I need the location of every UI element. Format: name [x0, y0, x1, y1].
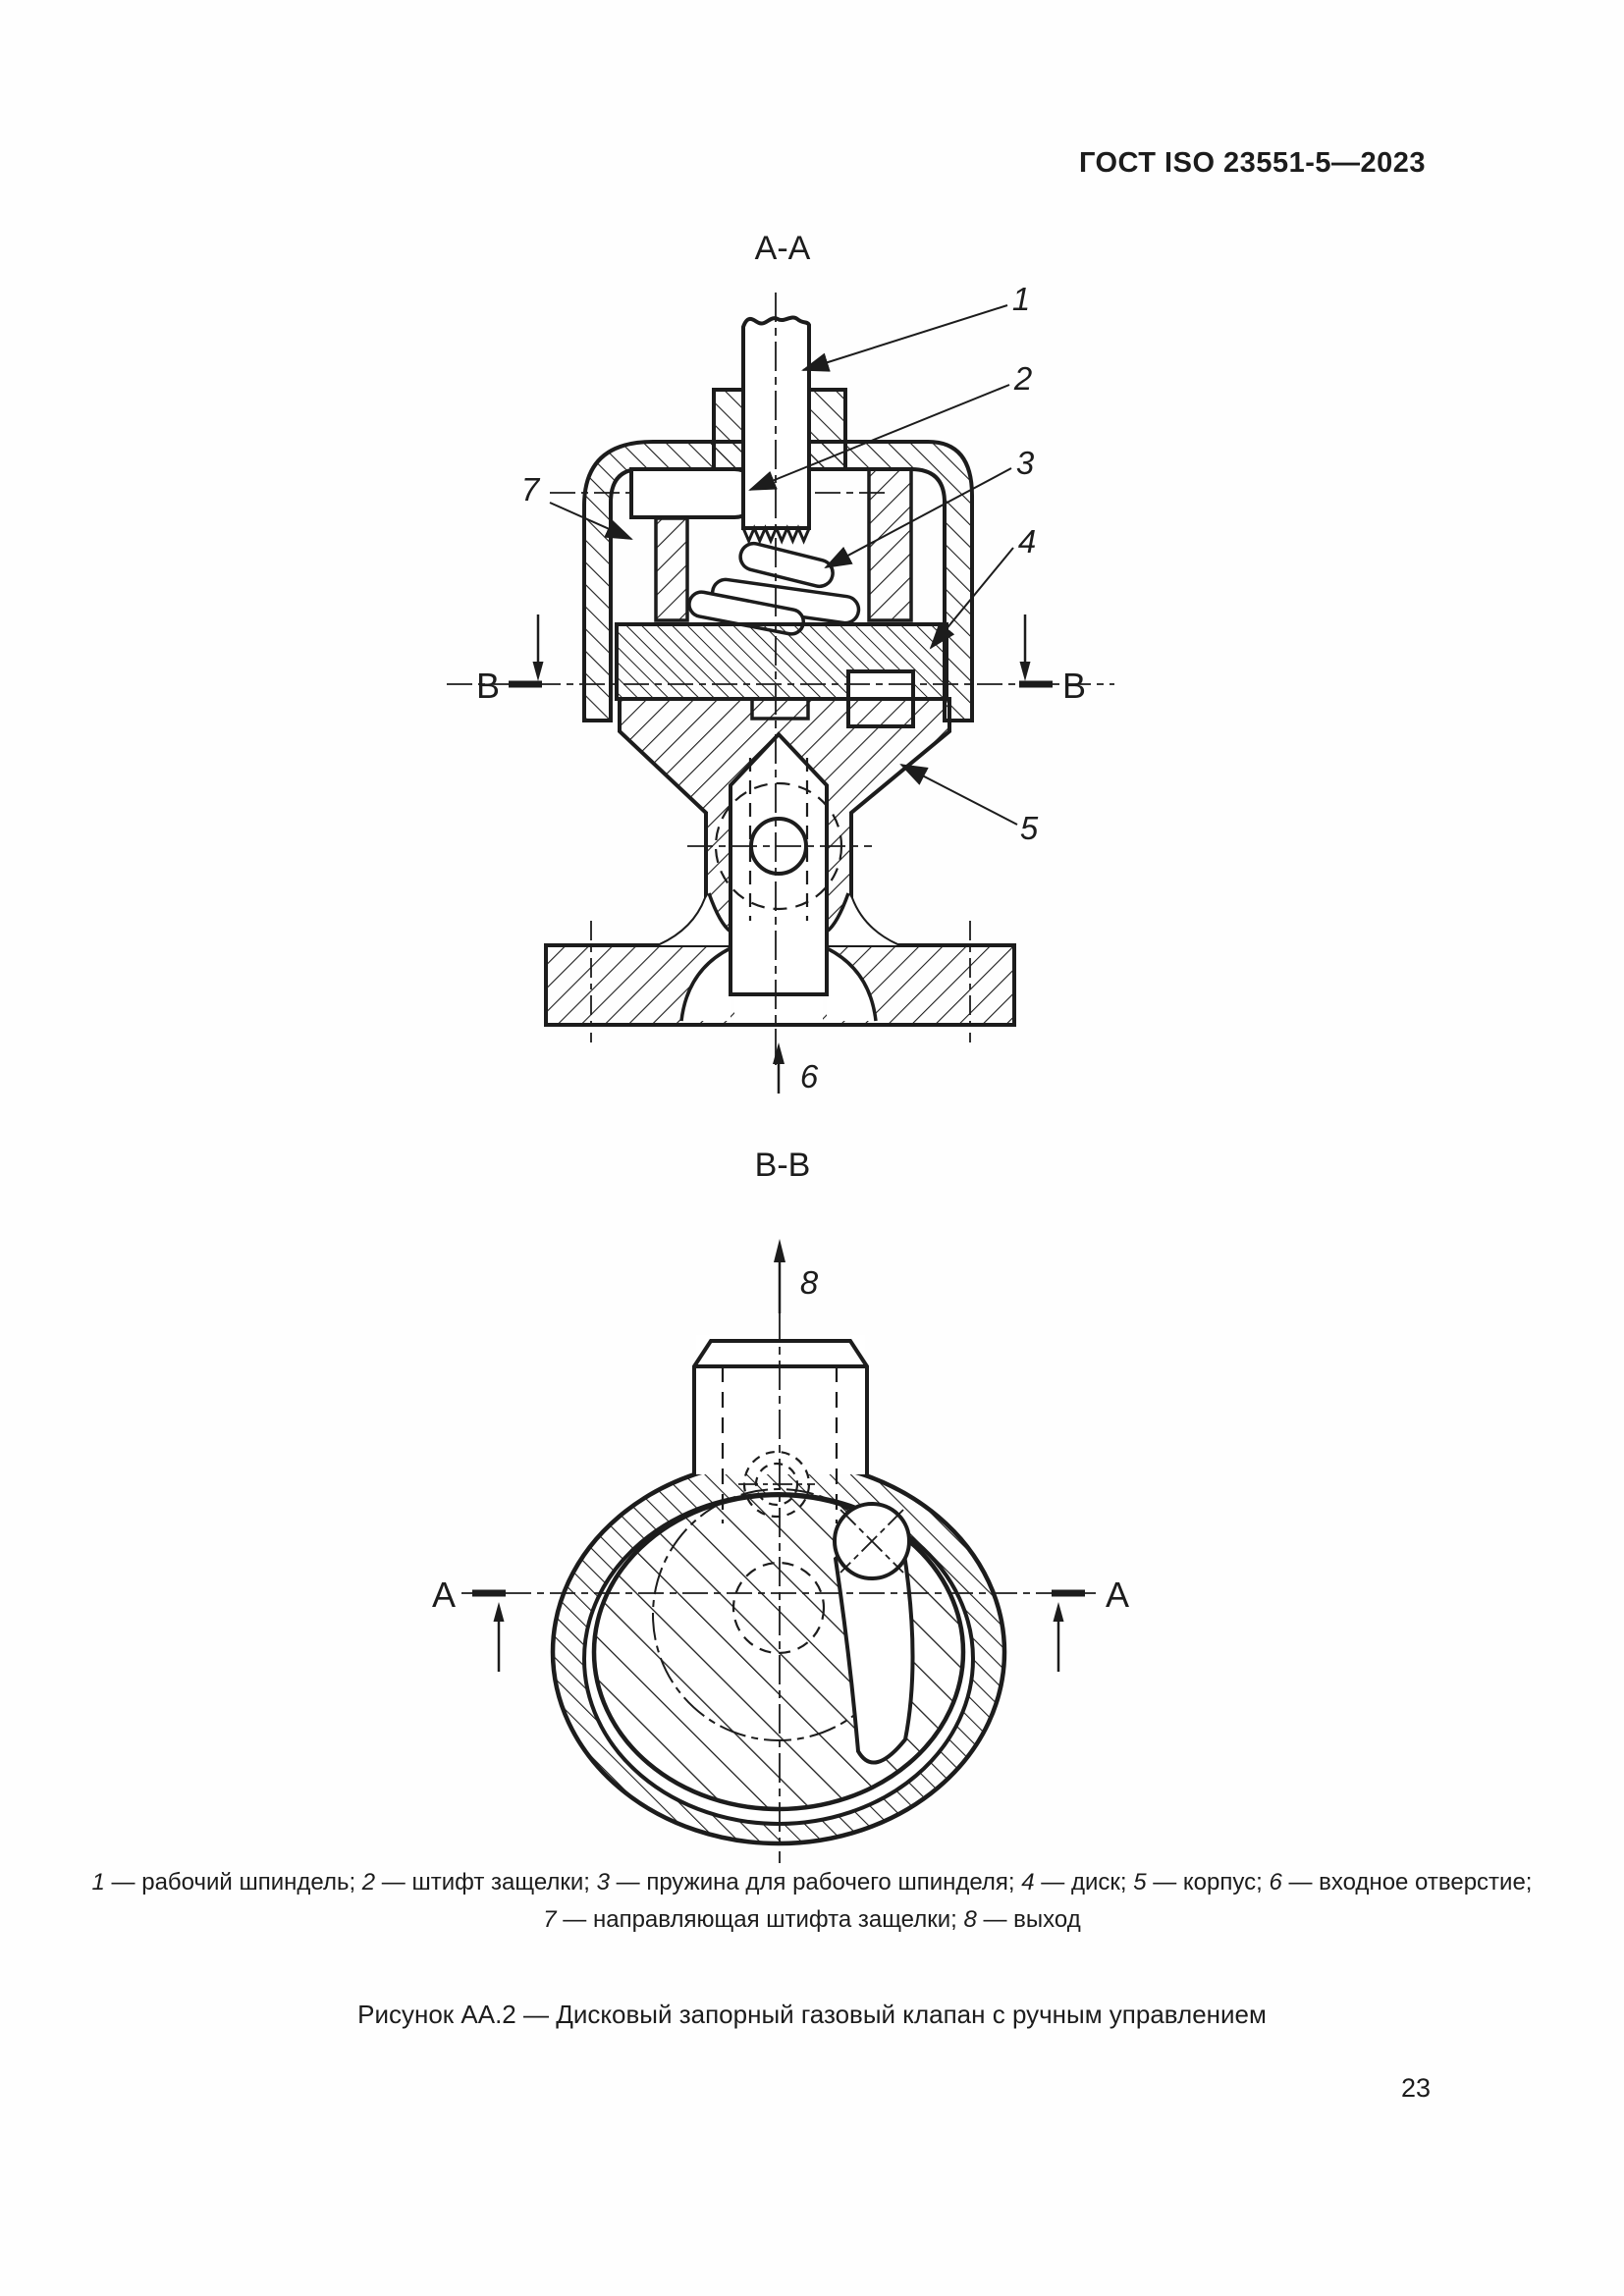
inlet-arrow	[773, 1042, 785, 1094]
section-aa-arrows	[497, 1620, 1060, 1672]
legend-line-1: 1 — рабочий шпиндель; 2 — штифт защелки;…	[91, 1869, 1533, 1896]
leader-lines	[549, 304, 1018, 826]
legend: 1 — рабочий шпиндель; 2 — штифт защелки;…	[36, 1864, 1588, 1939]
port-thread-lines	[721, 1366, 839, 1523]
section-title-aa: А-А	[755, 230, 811, 267]
cap-cover	[582, 440, 974, 722]
part-label-8: 8	[800, 1264, 819, 1301]
section-letter-a-right: А	[1106, 1575, 1129, 1615]
flange-pocket-left	[681, 948, 731, 1021]
latch-pin-guide-left	[654, 516, 689, 622]
page-number: 23	[1400, 2073, 1431, 2103]
section-bb-marks	[509, 662, 1053, 688]
section-letter-b-right: В	[1062, 666, 1086, 706]
part-label-2: 2	[1013, 360, 1032, 397]
part-label-5: 5	[1020, 810, 1039, 846]
part-label-3: 3	[1016, 445, 1035, 481]
document-header: ГОСТ ISO 23551-5—2023	[1078, 147, 1426, 179]
spring-coils	[687, 541, 861, 636]
part-label-1: 1	[1012, 281, 1030, 317]
section-letter-b-left: В	[476, 666, 500, 706]
section-aa-marks	[472, 1589, 1085, 1622]
latch-pin-guide-right	[867, 467, 913, 622]
section-letter-a-left: А	[432, 1575, 456, 1615]
flange-arc-left	[679, 946, 731, 1022]
section-title-bb: В-В	[755, 1147, 811, 1184]
part-label-6: 6	[800, 1058, 819, 1095]
figure-section-aa: А-А В В 1 2 3 4 5 7 6	[447, 230, 1114, 1095]
section-bb-arrows	[536, 614, 1027, 664]
hidden-spindle-bore	[731, 1561, 826, 1655]
latch-pin	[629, 467, 761, 519]
figure-caption: Рисунок АА.2 — Дисковый запорный газовый…	[357, 2000, 1267, 2029]
outlet-port-mask	[696, 1335, 865, 1474]
part-label-4: 4	[1018, 523, 1036, 560]
legend-line-2: 7 — направляющая штифта защелки; 8 — вых…	[543, 1906, 1081, 1933]
bolt-centerlines	[590, 921, 971, 1042]
flange-arc-right	[826, 946, 878, 1022]
figure-section-bb: В-В 8 А А	[432, 1147, 1129, 1863]
outlet-arrow	[774, 1239, 785, 1313]
part-label-7: 7	[521, 471, 541, 507]
inlet-mouth	[734, 996, 823, 1023]
outlet-port	[692, 1339, 869, 1474]
kidney-crosshair	[839, 1509, 904, 1574]
flange-pocket-right	[827, 948, 876, 1021]
